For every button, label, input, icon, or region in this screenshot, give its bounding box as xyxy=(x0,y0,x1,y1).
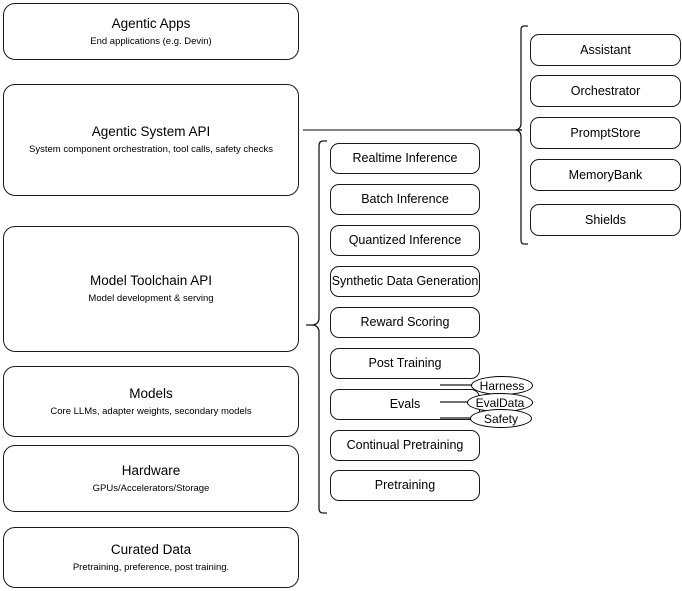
layer-title: Model Toolchain API xyxy=(89,273,213,288)
layer-curated-data[interactable]: Curated Data Pretraining, preference, po… xyxy=(3,527,299,588)
toolchain-item-batch-inference[interactable]: Batch Inference xyxy=(330,184,480,215)
evals-pill-safety[interactable]: Safety xyxy=(470,409,532,428)
layer-title: Agentic Apps xyxy=(111,15,191,31)
toolchain-item-pretraining[interactable]: Pretraining xyxy=(330,470,480,501)
layer-hardware[interactable]: Hardware GPUs/Accelerators/Storage xyxy=(3,445,299,512)
agentic-item-shields[interactable]: Shields xyxy=(530,204,681,236)
toolchain-item-evals[interactable]: Evals xyxy=(330,389,480,420)
evals-pill-harness[interactable]: Harness xyxy=(471,376,533,395)
layer-subtitle: Model development & serving xyxy=(88,293,214,304)
layer-subtitle: System component orchestration, tool cal… xyxy=(29,144,273,155)
brace-agentic-components xyxy=(515,25,528,245)
layer-agentic-system-api[interactable]: Agentic System API System component orch… xyxy=(3,84,299,196)
agentic-item-assistant[interactable]: Assistant xyxy=(530,34,681,66)
agentic-item-memorybank[interactable]: MemoryBank xyxy=(530,159,681,191)
layer-subtitle: End applications (e.g. Devin) xyxy=(90,35,212,47)
toolchain-item-synthetic-data-generation[interactable]: Synthetic Data Generation xyxy=(330,266,480,297)
toolchain-item-quantized-inference[interactable]: Quantized Inference xyxy=(330,225,480,256)
toolchain-item-reward-scoring[interactable]: Reward Scoring xyxy=(330,307,480,338)
layer-title: Agentic System API xyxy=(91,124,211,139)
toolchain-item-post-training[interactable]: Post Training xyxy=(330,348,480,379)
layer-models[interactable]: Models Core LLMs, adapter weights, secon… xyxy=(3,366,299,437)
layer-subtitle: Core LLMs, adapter weights, secondary mo… xyxy=(50,405,252,417)
agentic-item-promptstore[interactable]: PromptStore xyxy=(530,117,681,149)
layer-title: Curated Data xyxy=(110,541,192,557)
layer-subtitle: GPUs/Accelerators/Storage xyxy=(92,482,210,494)
layer-model-toolchain-api[interactable]: Model Toolchain API Model development & … xyxy=(3,226,299,352)
brace-toolchain-components xyxy=(312,140,327,514)
layer-subtitle: Pretraining, preference, post training. xyxy=(72,561,230,573)
toolchain-item-continual-pretraining[interactable]: Continual Pretraining xyxy=(330,430,480,461)
toolchain-item-realtime-inference[interactable]: Realtime Inference xyxy=(330,143,480,174)
evals-pill-evaldata[interactable]: EvalData xyxy=(467,393,533,412)
layer-agentic-apps[interactable]: Agentic Apps End applications (e.g. Devi… xyxy=(3,3,299,60)
layer-title: Models xyxy=(129,385,173,401)
agentic-item-orchestrator[interactable]: Orchestrator xyxy=(530,75,681,107)
layer-title: Hardware xyxy=(121,462,181,478)
